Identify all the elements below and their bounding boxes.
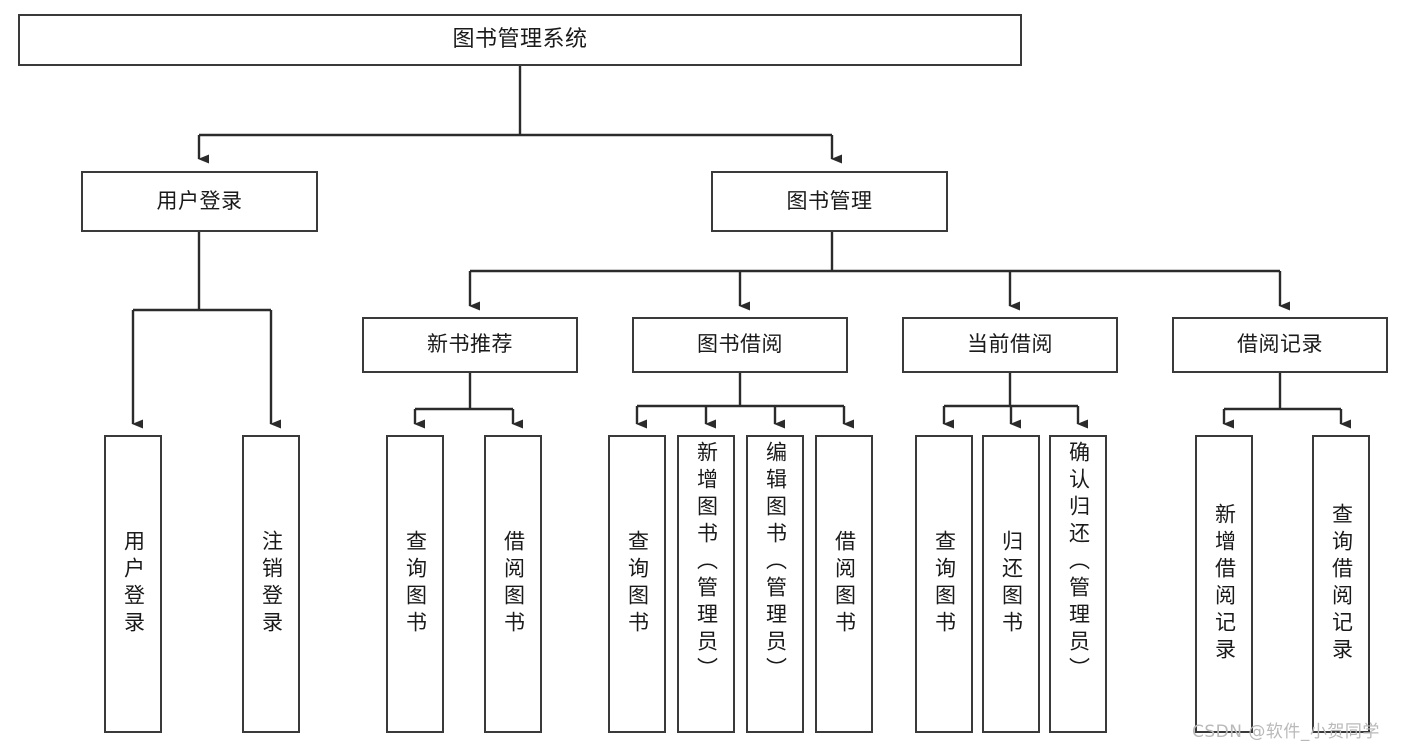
- node-root-book-management-system[interactable]: 图书管理系统: [18, 14, 1022, 66]
- node-new-book-recommend[interactable]: 新书推荐: [362, 317, 578, 373]
- leaf-query-borrow-record[interactable]: 查询借阅记录: [1312, 435, 1370, 733]
- node-label: 用户登录: [156, 188, 243, 213]
- node-user-login[interactable]: 用户登录: [81, 171, 318, 232]
- node-label: 借阅记录: [1237, 332, 1323, 357]
- leaf-query-book-current[interactable]: 查询图书: [915, 435, 973, 733]
- leaf-add-borrow-record[interactable]: 新增借阅记录: [1195, 435, 1253, 733]
- node-borrow-record[interactable]: 借阅记录: [1172, 317, 1388, 373]
- leaf-label: 查询图书: [625, 530, 650, 638]
- leaf-label: 查询图书: [403, 530, 428, 638]
- node-label: 新书推荐: [427, 332, 513, 357]
- leaf-label: 确认归还（管理员）: [1066, 441, 1091, 684]
- leaf-add-book-admin[interactable]: 新增图书（管理员）: [677, 435, 735, 733]
- leaf-label: 查询图书: [932, 530, 957, 638]
- leaf-label: 编辑图书（管理员）: [763, 441, 788, 684]
- leaf-edit-book-admin[interactable]: 编辑图书（管理员）: [746, 435, 804, 733]
- leaf-label: 新增图书（管理员）: [694, 441, 719, 684]
- node-book-management[interactable]: 图书管理: [711, 171, 948, 232]
- leaf-label: 注销登录: [259, 530, 284, 638]
- leaf-query-book-borrow[interactable]: 查询图书: [608, 435, 666, 733]
- leaf-borrow-book-recommend[interactable]: 借阅图书: [484, 435, 542, 733]
- node-label: 图书管理: [786, 188, 873, 213]
- node-label: 当前借阅: [967, 332, 1053, 357]
- node-label: 图书管理系统: [452, 26, 588, 52]
- node-label: 图书借阅: [697, 332, 783, 357]
- leaf-user-login[interactable]: 用户登录: [104, 435, 162, 733]
- leaf-label: 借阅图书: [832, 530, 857, 638]
- leaf-label: 借阅图书: [501, 530, 526, 638]
- leaf-borrow-book[interactable]: 借阅图书: [815, 435, 873, 733]
- csdn-watermark: CSDN @软件_小贺同学: [1192, 722, 1380, 742]
- leaf-confirm-return-admin[interactable]: 确认归还（管理员）: [1049, 435, 1107, 733]
- leaf-label: 新增借阅记录: [1212, 503, 1237, 665]
- leaf-label: 用户登录: [121, 530, 146, 638]
- leaf-return-book[interactable]: 归还图书: [982, 435, 1040, 733]
- leaf-label: 查询借阅记录: [1329, 503, 1354, 665]
- leaf-query-book-recommend[interactable]: 查询图书: [386, 435, 444, 733]
- leaf-logout[interactable]: 注销登录: [242, 435, 300, 733]
- node-current-borrow[interactable]: 当前借阅: [902, 317, 1118, 373]
- leaf-label: 归还图书: [999, 530, 1024, 638]
- node-book-borrow[interactable]: 图书借阅: [632, 317, 848, 373]
